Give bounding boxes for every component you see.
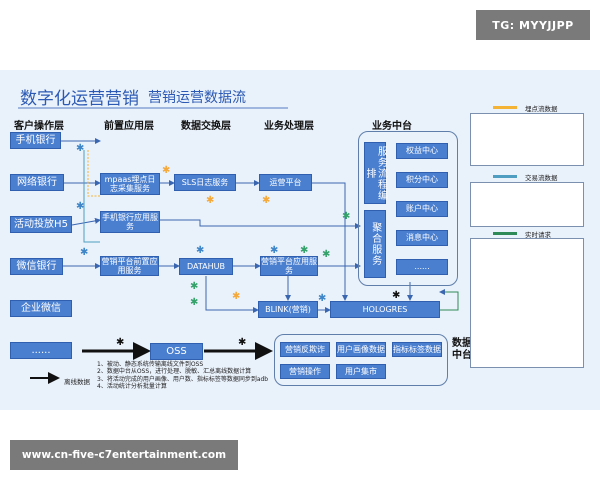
legend-track-line xyxy=(493,106,517,109)
gear-icon: ✱ xyxy=(392,290,401,301)
legend-trade-box xyxy=(470,182,584,227)
note-2: 2、数据中台从OSS，进行处理、脱敏、汇总离线数据计算 xyxy=(97,368,252,376)
legend-trade-label: 交易流数据 xyxy=(525,174,558,182)
gear-icon: ✱ xyxy=(76,201,85,212)
note-1: 1、被动、静态系统传输离线文件到OSS xyxy=(97,361,204,368)
header-exchange: 数据交换层 xyxy=(181,121,231,132)
middle-center-rights: 权益中心 xyxy=(396,143,448,159)
gear-icon: ✱ xyxy=(262,195,271,206)
header-front: 前置应用层 xyxy=(104,121,154,132)
data-user-profile: 用户画像数据 xyxy=(336,342,386,357)
legend-realtime-line xyxy=(493,232,517,235)
middle-aggregate-label: 聚合服务 xyxy=(369,222,381,266)
gear-icon: ✱ xyxy=(76,143,85,154)
gear-icon: ✱ xyxy=(190,297,199,308)
note-4: 4、活动统计分析批量计算 xyxy=(97,383,167,391)
customer-web-bank: 网络银行 xyxy=(10,174,64,191)
business-activity: 运营平台 xyxy=(259,174,312,191)
gear-icon: ✱ xyxy=(232,291,241,302)
customer-enterprise-wechat: 企业微信 xyxy=(10,300,72,317)
legend-trade-line xyxy=(493,175,517,178)
gear-icon: ✱ xyxy=(190,281,199,292)
legend-realtime-box xyxy=(470,238,584,368)
data-user-mart: 用户集市 xyxy=(336,364,386,379)
middle-center-message: 消息中心 xyxy=(396,230,448,246)
gear-icon: ✱ xyxy=(342,211,351,222)
gear-icon: ✱ xyxy=(238,337,247,348)
arrow-app-long xyxy=(160,219,361,229)
gear-icon: ✱ xyxy=(318,293,327,304)
customer-more: ...... xyxy=(10,342,72,359)
middle-center-more: ...... xyxy=(396,259,448,275)
trade-flow-front xyxy=(83,150,100,243)
gear-icon: ✱ xyxy=(322,249,331,260)
legend-realtime-label: 实时请求 xyxy=(525,231,551,239)
customer-mobile-bank: 手机银行 xyxy=(10,132,61,149)
front-marketing-front: 营销平台前置应用服务 xyxy=(100,256,159,276)
middle-center-points: 积分中心 xyxy=(396,172,448,188)
arrow-h5-app xyxy=(71,217,101,226)
telegram-tag: TG: MYYJJPP xyxy=(476,10,590,40)
gear-icon: ✱ xyxy=(270,245,279,256)
header-middle: 业务中台 xyxy=(372,121,412,132)
gear-icon: ✱ xyxy=(300,245,309,256)
business-blink: BLINK(营销) xyxy=(258,301,318,318)
middle-flow-label: 服务流程编排 xyxy=(364,145,387,201)
watermark-url: www.cn-five-c7entertainment.com xyxy=(10,440,238,470)
customer-wechat-bank: 微信银行 xyxy=(10,258,63,275)
data-anti-fraud: 营销反欺诈 xyxy=(280,342,330,357)
customer-h5: 活动投放H5 xyxy=(10,216,72,233)
exchange-sls: SLS日志服务 xyxy=(174,174,236,191)
title-underline xyxy=(18,107,288,109)
header-business: 业务处理层 xyxy=(264,121,314,132)
middle-platform-frame xyxy=(358,131,458,286)
note-3: 3、将活动完成的用户画像、用户数、指标标签等数据同步到adb xyxy=(97,375,269,383)
arrow-datahub-blink xyxy=(205,276,259,313)
realtime-hologres-up xyxy=(439,289,459,311)
notes-block: 1、被动、静态系统传输离线文件到OSS 2、数据中台从OSS，进行处理、脱敏、汇… xyxy=(97,361,268,391)
data-marketing-ops: 营销操作 xyxy=(280,364,330,379)
header-customer: 客户操作层 xyxy=(14,121,64,132)
data-center-label: 数据中台 xyxy=(452,338,472,361)
track-flow-mobile xyxy=(87,150,100,197)
gear-icon: ✱ xyxy=(116,337,125,348)
gear-icon: ✱ xyxy=(206,195,215,206)
legend-track-box xyxy=(470,113,584,166)
front-mobile-app: 手机银行应用服务 xyxy=(100,211,160,233)
data-indicator-tags: 指标标签数据 xyxy=(392,342,442,357)
hologres-box: HOLOGRES xyxy=(330,301,440,318)
gear-icon: ✱ xyxy=(162,165,171,176)
middle-aggregate-service: 聚合服务 xyxy=(364,210,386,278)
arrow-activity-hologres xyxy=(312,182,348,301)
diagram-subtitle: 营销运营数据流 xyxy=(148,90,246,106)
exchange-oss: OSS xyxy=(150,343,203,360)
business-marketing-app: 营销平台应用服务 xyxy=(260,256,318,276)
gear-icon: ✱ xyxy=(196,245,205,256)
offline-data-label: 离线数据 xyxy=(64,378,90,386)
data-center-frame xyxy=(274,334,448,386)
legend-track-label: 埋点流数据 xyxy=(525,105,558,113)
middle-flow-orchestration: 服务流程编排 xyxy=(364,142,387,204)
gear-icon: ✱ xyxy=(80,247,89,258)
middle-center-account: 账户中心 xyxy=(396,201,448,217)
front-mpaas: mpaas埋点日志采集服务 xyxy=(100,173,160,195)
diagram-title: 数字化运营营销 xyxy=(20,89,139,109)
exchange-datahub: DATAHUB xyxy=(179,258,233,275)
